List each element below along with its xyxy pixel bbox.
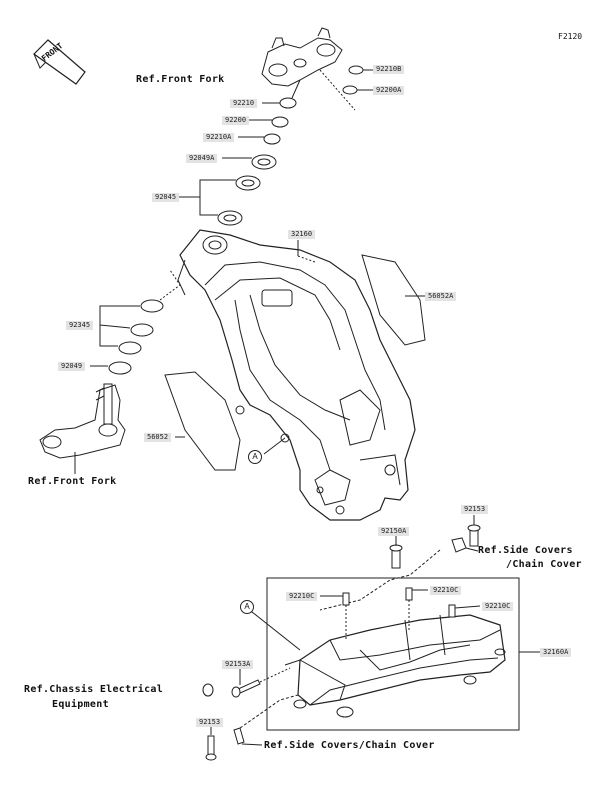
clip: [451, 537, 467, 553]
ref-side-covers-lower[interactable]: Ref.Side Covers/Chain Cover: [264, 740, 435, 751]
leader-bracket: [99, 305, 140, 347]
upper-triple-clamp: [261, 27, 343, 87]
ref-chassis-electrical-line2[interactable]: Equipment: [52, 699, 109, 710]
bearing-92345-a: [140, 299, 164, 313]
leader-line: [319, 549, 441, 611]
leader-line: [259, 667, 291, 683]
grommet: [202, 683, 214, 697]
part-label-92153-lower: 92153: [196, 718, 224, 727]
leader-line: [263, 437, 286, 455]
rear-subframe-32160a: [284, 614, 506, 718]
part-label-92153a: 92153A: [222, 660, 254, 669]
leader-line: [319, 69, 356, 111]
bolt-92153-lower: [205, 735, 217, 761]
main-frame-32160: [177, 229, 416, 521]
seal-92049: [108, 361, 132, 375]
bolt-92210c-a: [342, 592, 350, 606]
part-label-92210a: 92210A: [203, 133, 235, 142]
frame-cover-56052a: [361, 254, 426, 346]
part-label-92153-upper: 92153: [461, 505, 489, 514]
nut-92210b: [348, 65, 364, 75]
subframe-box: [266, 577, 520, 731]
part-label-92210: 92210: [230, 99, 258, 108]
lower-triple-clamp: [39, 383, 126, 459]
bolt-92210c-b: [405, 587, 413, 601]
washer-92200: [271, 116, 289, 128]
front-arrow-icon: [33, 39, 86, 85]
ref-side-covers-upper-line2[interactable]: /Chain Cover: [506, 559, 582, 570]
part-label-92210c-1: 92210C: [286, 592, 318, 601]
part-label-92210c-2: 92210C: [430, 586, 462, 595]
leader-line: [454, 605, 481, 609]
part-label-92200a: 92200A: [373, 86, 405, 95]
bearing-92045-upper: [235, 175, 261, 191]
seal-92049a: [251, 154, 277, 170]
marker-a-subframe: A: [240, 600, 254, 614]
bolt-92153a: [231, 679, 261, 698]
nut-92210a: [263, 133, 281, 145]
part-label-92049a: 92049A: [186, 154, 218, 163]
part-label-92049: 92049: [58, 362, 86, 371]
clip-lower: [233, 727, 245, 745]
bearing-92345-c: [118, 341, 142, 355]
part-label-56052: 56052: [144, 433, 172, 442]
leader-line: [297, 255, 316, 263]
leader-line: [465, 547, 479, 552]
part-label-92210b: 92210B: [373, 65, 405, 74]
part-label-32160: 32160: [288, 230, 316, 239]
ref-front-fork-bottom[interactable]: Ref.Front Fork: [28, 476, 117, 487]
bearing-92045-lower: [217, 210, 243, 226]
bolt-92153-upper: [467, 524, 481, 547]
leader-line: [241, 743, 263, 746]
bolt-92150a: [389, 544, 403, 569]
marker-a-frame: A: [248, 450, 262, 464]
leader-line: [246, 607, 301, 651]
part-label-92045: 92045: [152, 193, 180, 202]
ref-chassis-electrical[interactable]: Ref.Chassis Electrical: [24, 684, 164, 695]
nut-92210: [279, 97, 297, 109]
part-label-32160a: 32160A: [540, 648, 572, 657]
part-label-92345: 92345: [66, 321, 94, 330]
leader-line: [159, 269, 181, 301]
part-label-92200: 92200: [222, 116, 250, 125]
leader-bracket: [178, 179, 236, 216]
frame-cover-56052: [164, 371, 241, 471]
leader-line: [239, 694, 299, 729]
ref-front-fork-top[interactable]: Ref.Front Fork: [136, 74, 225, 85]
figure-code: F2120: [558, 32, 583, 41]
bearing-92345-b: [130, 323, 154, 337]
part-label-92150a: 92150A: [378, 527, 410, 536]
leader-line: [291, 79, 301, 99]
bolt-92210c-c: [448, 604, 456, 618]
part-label-56052a: 56052A: [425, 292, 457, 301]
part-label-92210c-3: 92210C: [482, 602, 514, 611]
washer-92200a: [342, 85, 358, 95]
ref-side-covers-upper[interactable]: Ref.Side Covers: [478, 545, 573, 556]
